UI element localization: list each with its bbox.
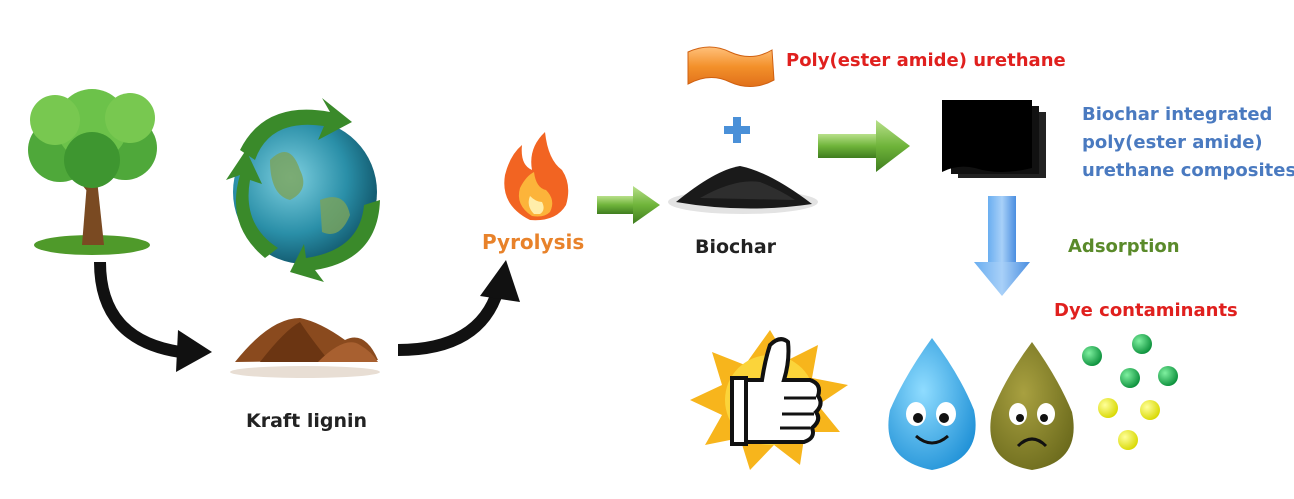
label-pyrolysis: Pyrolysis (482, 230, 585, 254)
happy-blue-drop-icon (888, 338, 976, 470)
tree-icon (28, 89, 157, 255)
biochar-pile-icon (668, 166, 818, 214)
label-kraft-lignin: Kraft lignin (246, 410, 368, 432)
curved-arrow-down-head (176, 330, 212, 372)
label-polymer: Poly(ester amide) urethane (786, 50, 1066, 71)
label-composite-line3: urethane composites (1082, 160, 1294, 181)
curved-arrow-up-head (480, 260, 520, 302)
composite-stack-icon (942, 100, 1046, 178)
polymer-film-icon (687, 46, 775, 87)
dye-particles-icon (1082, 334, 1178, 450)
label-dye-contaminants: Dye contaminants (1054, 300, 1238, 321)
label-biochar: Biochar (695, 236, 777, 258)
sad-olive-drop-icon (990, 342, 1074, 470)
curved-arrow-up (397, 288, 504, 356)
flame-icon (504, 132, 569, 221)
green-arrow-to-biochar (597, 186, 660, 224)
label-composite-line1: Biochar integrated (1082, 104, 1273, 125)
blue-down-arrow (974, 196, 1030, 296)
green-arrow-to-composite (818, 120, 910, 172)
recycling-globe-icon (226, 98, 380, 282)
label-adsorption: Adsorption (1068, 236, 1180, 257)
label-composite-line2: poly(ester amide) (1082, 132, 1263, 153)
lignin-powder-icon (230, 318, 380, 378)
plus-icon (724, 117, 750, 143)
curved-arrow-down (94, 261, 181, 358)
thumbs-up-sun-icon (690, 330, 848, 470)
